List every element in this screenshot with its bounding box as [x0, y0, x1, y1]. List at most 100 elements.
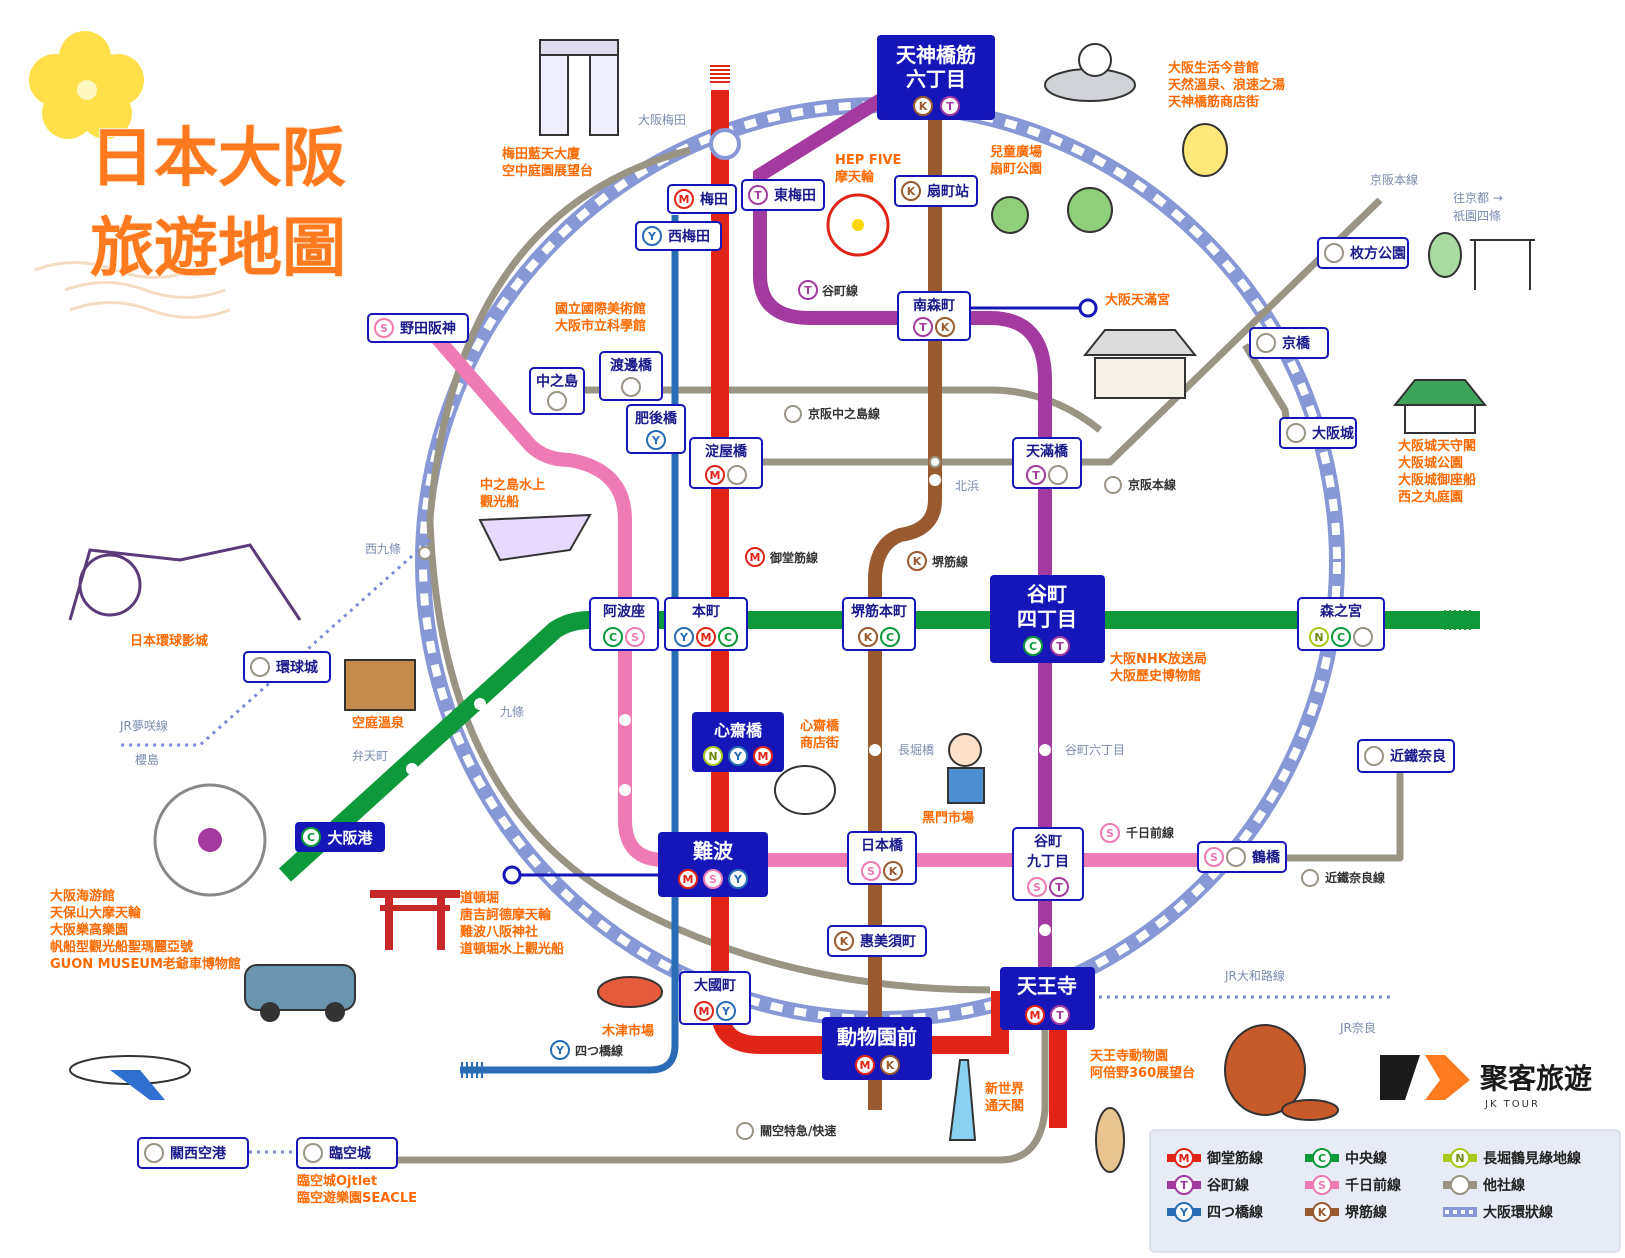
attraction-nhk: 大阪歷史博物館 — [1110, 668, 1201, 684]
line-code-Y-icon: Y — [646, 430, 666, 450]
station-kansai[interactable]: 關西空港 — [137, 1137, 249, 1169]
svg-text:S: S — [867, 865, 875, 878]
chuo-end-marker — [1444, 610, 1471, 630]
line-code-other-icon — [250, 657, 270, 677]
place-tanimachi6: 谷町六丁目 — [1065, 743, 1125, 757]
station-universal-name: 環球城 — [276, 659, 318, 676]
attraction-ogimachi_park: 扇町公園 — [990, 161, 1042, 177]
station-kyobashi[interactable]: 京橋 — [1249, 327, 1329, 359]
airplane-icon — [69, 1055, 191, 1100]
station-tanimachi4[interactable]: 谷町 四丁目 C T — [990, 575, 1105, 663]
label-sakaisuji-sen: 堺筋線 — [932, 554, 968, 569]
svg-text:N: N — [708, 750, 717, 763]
station-tanimachi9-name: 九丁目 — [1026, 854, 1069, 870]
line-code-other-icon — [1286, 423, 1306, 443]
station-tenjinbashi-name-1: 天神橋筋 — [896, 43, 976, 67]
building-icon — [539, 39, 619, 136]
classic-car-icon — [244, 964, 356, 1022]
station-osakako-name: 大阪港 — [327, 829, 373, 847]
station-kansai-name: 關西空港 — [170, 1145, 227, 1162]
station-tennoji[interactable]: 天王寺 M T — [1000, 967, 1095, 1030]
place-sakurajima: 櫻島 — [135, 752, 159, 767]
station-dobutsuenmae[interactable]: 動物園前 M K — [822, 1017, 932, 1080]
svg-text:M: M — [701, 631, 712, 644]
brand-name: 聚客旅遊 — [1479, 1062, 1592, 1095]
onsen-tub-icon — [344, 659, 416, 711]
cat-icon — [774, 765, 836, 815]
sakaisuji-line — [868, 110, 942, 1110]
attraction-museum: 大阪市立科學館 — [555, 318, 646, 334]
svg-text:C: C — [1337, 631, 1345, 644]
svg-text:S: S — [1033, 881, 1041, 894]
line-code-K-icon: K — [834, 931, 854, 951]
svg-text:K: K — [889, 865, 898, 878]
svg-text:C: C — [1318, 1152, 1326, 1165]
station-dobutsuenmae-name: 動物園前 — [837, 1025, 917, 1049]
station-namba[interactable]: 難波 M S Y — [658, 832, 768, 897]
line-code-C-icon: C — [718, 627, 738, 647]
svg-text:C: C — [886, 631, 894, 644]
line-code-C-icon: C — [880, 627, 900, 647]
svg-text:K: K — [941, 321, 950, 334]
station-osakajo[interactable]: 大阪城 — [1279, 417, 1357, 449]
svg-text:S: S — [380, 322, 388, 335]
attraction-castle: 大阪城御座船 — [1398, 472, 1476, 488]
svg-text:T: T — [1055, 881, 1063, 894]
station-hirakata[interactable]: 枚方公園 — [1317, 237, 1409, 269]
station-shinsaibashi[interactable]: 心齋橋 N Y M — [692, 712, 784, 772]
line-code-K-icon: K — [883, 861, 903, 881]
station-minamimorimachi-name: 南森町 — [913, 297, 955, 314]
sennichimae-line — [424, 325, 1230, 867]
line-code-other-icon — [1256, 333, 1276, 353]
station-awaza-name: 阿波座 — [603, 603, 645, 620]
station-kintetsunara-name: 近鐵奈良 — [1390, 748, 1446, 765]
station-nakanoshima[interactable]: 中之島 — [529, 367, 585, 415]
svg-text:T: T — [946, 100, 954, 113]
attraction-nhk: 大阪NHK放送局 — [1110, 651, 1207, 667]
yotsubashi-line — [460, 215, 679, 1074]
attraction-kizu: 木津市場 — [601, 1023, 654, 1039]
line-code-other-icon — [1353, 627, 1373, 647]
station-osakako[interactable]: C 大阪港 — [295, 822, 385, 852]
station-nakanoshima-name: 中之島 — [536, 373, 578, 390]
line-code-Y-icon: Y — [642, 226, 662, 246]
attraction-rinku_outlet: 臨空城Ojtlet — [297, 1173, 377, 1189]
station-universal[interactable]: 環球城 — [243, 651, 331, 683]
legend-item-8: 大阪環狀線 — [1443, 1204, 1553, 1221]
attraction-tennoji_zoo: 阿倍野360展望台 — [1090, 1065, 1195, 1081]
station-kintetsunara[interactable]: 近鐵奈良 — [1357, 739, 1455, 773]
svg-text:C: C — [307, 831, 315, 844]
legend-label: 長堀鶴見綠地線 — [1483, 1150, 1581, 1167]
legend-label: 谷町線 — [1207, 1177, 1249, 1194]
label-sennichimae-sen: 千日前線 — [1126, 825, 1174, 840]
station-watanabebashi[interactable]: 渡邊橋 — [599, 351, 663, 401]
station-rinku[interactable]: 臨空城 — [296, 1137, 398, 1169]
svg-text:T: T — [1180, 1179, 1188, 1192]
station-tenjinbashi[interactable]: 天神橋筋 六丁目 K T — [877, 35, 995, 120]
jr-dotted-lines — [120, 538, 1395, 1154]
line-end-markers — [710, 65, 730, 83]
svg-text:Y: Y — [733, 750, 743, 763]
attraction-tsutenkaku: 新世界 — [985, 1081, 1024, 1097]
